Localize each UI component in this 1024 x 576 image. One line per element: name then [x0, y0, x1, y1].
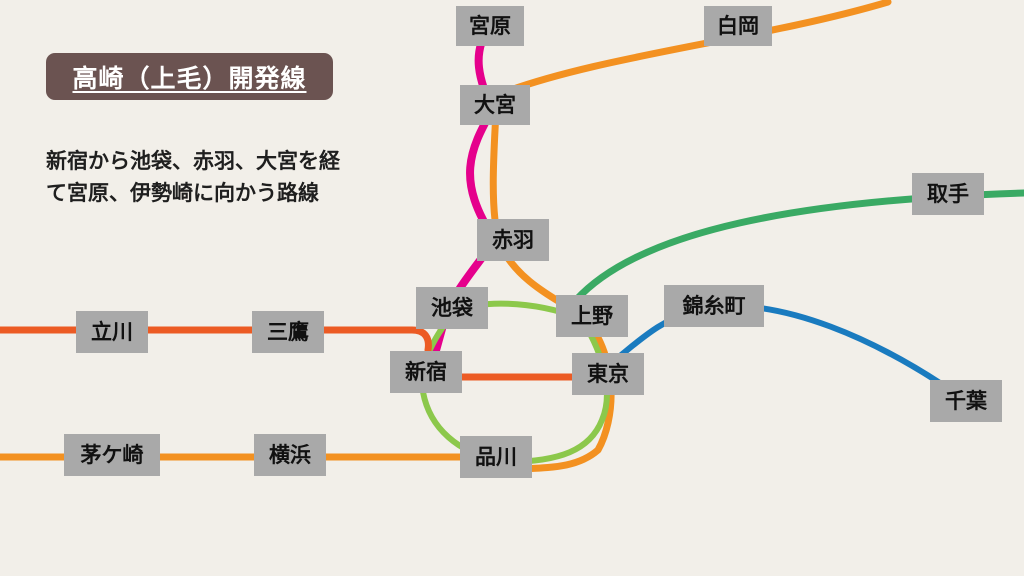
station-tokyo: 東京: [572, 353, 644, 395]
station-toride: 取手: [912, 173, 984, 215]
station-box-toride: [912, 173, 984, 215]
station-box-chigasaki: [64, 434, 160, 476]
station-box-tokyo: [572, 353, 644, 395]
station-label-hakuoka: 白岡: [717, 14, 759, 38]
station-box-shinjuku: [390, 351, 462, 393]
station-mitaka: 三鷹: [252, 311, 324, 353]
station-label-shinagawa: 品川: [475, 445, 517, 469]
station-label-mitaka: 三鷹: [267, 320, 309, 344]
station-box-ueno: [556, 295, 628, 337]
description-line-2: て宮原、伊勢崎に向かう路線: [46, 181, 319, 205]
station-label-kinshicho: 錦糸町: [683, 294, 746, 318]
station-label-omiya: 大宮: [474, 93, 516, 117]
station-box-tachikawa: [76, 311, 148, 353]
station-label-tokyo: 東京: [587, 362, 629, 386]
route-description: 新宿から池袋、赤羽、大宮を経 て宮原、伊勢崎に向かう路線: [46, 145, 406, 209]
station-box-miyahara: [456, 6, 524, 46]
station-label-tachikawa: 立川: [91, 320, 133, 344]
station-hakuoka: 白岡: [704, 6, 772, 46]
station-ikebukuro: 池袋: [416, 287, 488, 329]
station-box-hakuoka: [704, 6, 772, 46]
station-miyahara: 宮原: [456, 6, 524, 46]
station-label-akabane: 赤羽: [492, 228, 534, 252]
station-chiba: 千葉: [930, 380, 1002, 422]
station-label-shinjuku: 新宿: [405, 360, 447, 384]
station-label-chigasaki: 茅ケ崎: [81, 443, 144, 467]
station-chigasaki: 茅ケ崎: [64, 434, 160, 476]
station-box-kinshicho: [664, 285, 764, 327]
station-box-shinagawa: [460, 436, 532, 478]
station-label-toride: 取手: [927, 182, 969, 206]
station-box-ikebukuro: [416, 287, 488, 329]
station-box-omiya: [460, 85, 530, 125]
station-box-akabane: [477, 219, 549, 261]
station-akabane: 赤羽: [477, 219, 549, 261]
description-line-1: 新宿から池袋、赤羽、大宮を経: [46, 149, 340, 173]
station-shinagawa: 品川: [460, 436, 532, 478]
station-label-ueno: 上野: [571, 304, 613, 328]
station-label-yokohama: 横浜: [269, 443, 311, 467]
station-kinshicho: 錦糸町: [664, 285, 764, 327]
station-box-chiba: [930, 380, 1002, 422]
station-yokohama: 横浜: [254, 434, 326, 476]
magenta-line: [426, 21, 499, 376]
station-box-mitaka: [252, 311, 324, 353]
station-label-ikebukuro: 池袋: [431, 296, 474, 320]
station-tachikawa: 立川: [76, 311, 148, 353]
station-ueno: 上野: [556, 295, 628, 337]
station-label-chiba: 千葉: [945, 389, 988, 413]
station-shinjuku: 新宿: [390, 351, 462, 393]
station-omiya: 大宮: [460, 85, 530, 125]
line-title-badge: 高崎（上毛）開発線: [46, 53, 333, 100]
station-label-miyahara: 宮原: [469, 14, 511, 38]
line-title: 高崎（上毛）開発線: [72, 63, 307, 93]
redorange-line-chuo: [0, 326, 432, 354]
station-box-yokohama: [254, 434, 326, 476]
